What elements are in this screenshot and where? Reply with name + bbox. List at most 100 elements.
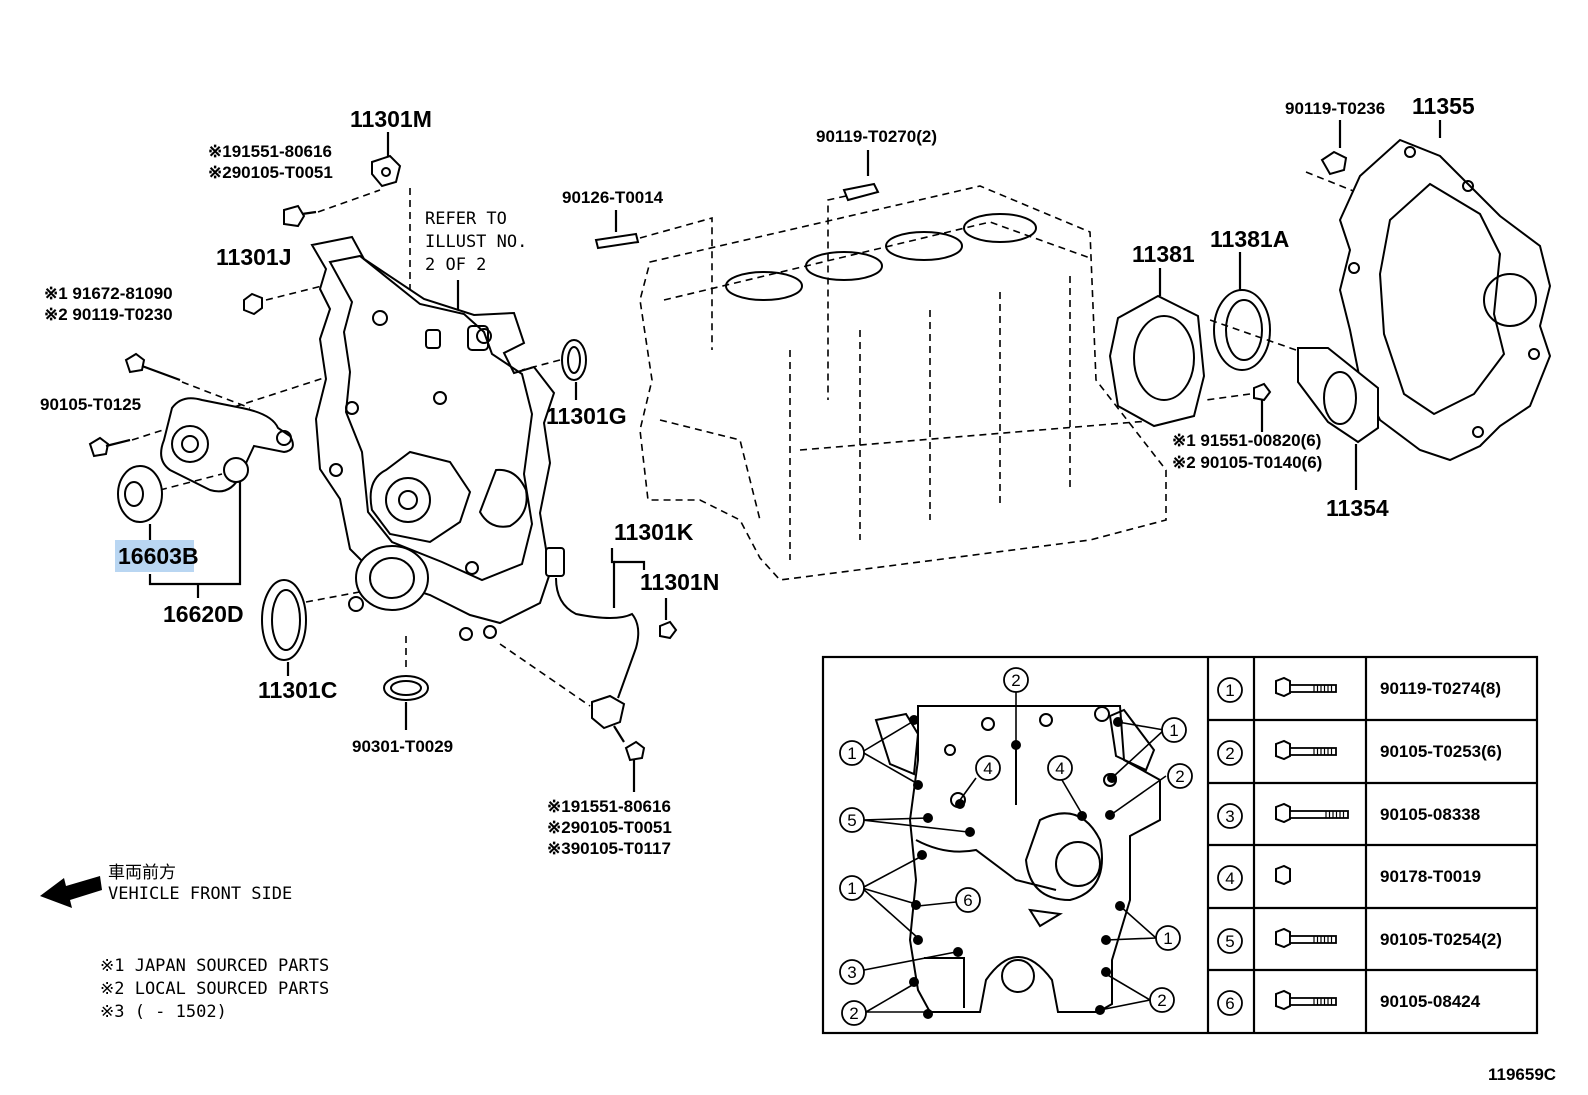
long-bolt-icon bbox=[1275, 739, 1337, 761]
label-90105-t0125[interactable]: 90105-T0125 bbox=[40, 395, 141, 414]
label-11301g[interactable]: 11301G bbox=[546, 403, 627, 429]
idler-pulley-group: 16603B 16620D bbox=[115, 465, 244, 627]
bolt-part-number[interactable]: 90105-T0253(6) bbox=[1380, 742, 1502, 761]
bolt-91672-group: ※1 91672-81090 ※2 90119-T0230 bbox=[44, 284, 251, 409]
bolt-ref-number: 1 bbox=[1225, 681, 1234, 700]
connector-icon bbox=[545, 547, 565, 577]
label-note-91551-80616-a[interactable]: ※191551-80616 bbox=[208, 142, 332, 161]
long-bolt-icon bbox=[1275, 989, 1337, 1011]
illustration-number: 119659C bbox=[1488, 1065, 1556, 1084]
label-11355[interactable]: 11355 bbox=[1412, 93, 1475, 119]
refer-line-3[interactable]: 2 OF 2 bbox=[425, 255, 486, 275]
label-note-91551-00820[interactable]: ※1 91551-00820(6) bbox=[1172, 431, 1321, 450]
label-note-91551-80616-b[interactable]: ※191551-80616 bbox=[547, 797, 671, 816]
bolt-icon bbox=[1253, 382, 1272, 402]
callout-number: 4 bbox=[1055, 759, 1064, 778]
label-90119-t0270[interactable]: 90119-T0270(2) bbox=[816, 127, 937, 146]
label-90301-t0029[interactable]: 90301-T0029 bbox=[352, 737, 453, 756]
label-11301n[interactable]: 11301N bbox=[640, 569, 719, 595]
label-11354[interactable]: 11354 bbox=[1326, 495, 1389, 521]
label-16620d[interactable]: 16620D bbox=[163, 601, 244, 627]
bolt-table-row[interactable]: 2 90105-T0253(6) bbox=[1217, 739, 1502, 766]
label-note-90105-t0051-b[interactable]: ※290105-T0051 bbox=[547, 818, 672, 837]
front-arrow-icon bbox=[40, 876, 102, 908]
bolt-icon bbox=[1320, 150, 1348, 176]
label-90119-t0236[interactable]: 90119-T0236 bbox=[1285, 99, 1385, 118]
bolt-part-number[interactable]: 90105-08424 bbox=[1380, 992, 1481, 1011]
label-note-90105-t0140[interactable]: ※2 90105-T0140(6) bbox=[1172, 453, 1322, 472]
bolt-ref-number: 5 bbox=[1225, 932, 1234, 951]
long-bolt-icon bbox=[124, 352, 146, 374]
callout-number: 2 bbox=[849, 1004, 858, 1023]
crank-seal-bore-icon bbox=[355, 545, 429, 611]
label-11301m[interactable]: 11301M bbox=[350, 106, 432, 132]
long-bolt-icon bbox=[1275, 676, 1337, 698]
callout-10: 1 bbox=[1155, 925, 1181, 951]
label-90126-t0014[interactable]: 90126-T0014 bbox=[562, 188, 664, 207]
label-note-90119-t0230[interactable]: ※2 90119-T0230 bbox=[44, 305, 173, 324]
seal-ring-icon bbox=[261, 579, 307, 661]
bolt-part-number[interactable]: 90105-08338 bbox=[1380, 805, 1480, 824]
front-direction-indicator: 車両前方 VEHICLE FRONT SIDE bbox=[40, 863, 292, 908]
label-11301j[interactable]: 11301J bbox=[216, 244, 291, 270]
bolt-table-row[interactable]: 5 90105-T0254(2) bbox=[1217, 927, 1502, 954]
callout-11: 3 bbox=[839, 959, 865, 985]
tensioner-assembly bbox=[159, 397, 294, 493]
bolt-icon bbox=[624, 740, 646, 762]
stud-bolt-icon bbox=[594, 232, 640, 250]
legend-japan[interactable]: ※1 JAPAN SOURCED PARTS bbox=[100, 956, 329, 976]
refer-line-2[interactable]: ILLUST NO. bbox=[425, 232, 527, 252]
pulley-icon bbox=[117, 465, 163, 523]
refer-line-1[interactable]: REFER TO bbox=[425, 209, 507, 229]
callout-6: 5 bbox=[839, 807, 865, 833]
callout-number: 6 bbox=[963, 891, 972, 910]
end-plate-group: 90119-T0236 11355 11354 bbox=[1209, 93, 1552, 521]
water-pump-hub-icon bbox=[385, 477, 431, 523]
bolt-ref-number: 2 bbox=[1225, 744, 1234, 763]
callout-0: 1 bbox=[839, 740, 865, 766]
front-label-jp[interactable]: 車両前方 bbox=[108, 863, 176, 883]
legend-local[interactable]: ※2 LOCAL SOURCED PARTS bbox=[100, 979, 329, 999]
bolt-part-number[interactable]: 90105-T0254(2) bbox=[1380, 930, 1502, 949]
callout-1: 1 bbox=[1161, 717, 1187, 743]
long-bolt-icon bbox=[1275, 927, 1337, 949]
legend-serial[interactable]: ※3 ( - 1502) bbox=[100, 1002, 227, 1022]
bolt-table-row[interactable]: 1 90119-T0274(8) bbox=[1217, 676, 1501, 703]
label-11381[interactable]: 11381 bbox=[1132, 241, 1195, 267]
label-note-90105-t0051-a[interactable]: ※290105-T0051 bbox=[208, 163, 333, 182]
callout-number: 1 bbox=[1163, 929, 1172, 948]
oring-11301g-group: 11301G bbox=[521, 339, 627, 429]
label-11301c[interactable]: 11301C bbox=[258, 677, 337, 703]
label-11381a[interactable]: 11381A bbox=[1210, 226, 1289, 252]
oring-icon bbox=[561, 339, 587, 381]
nut-11301j-group: 11301J bbox=[216, 244, 331, 316]
nut-icon bbox=[1275, 864, 1291, 886]
label-16603b[interactable]: 16603B bbox=[118, 543, 199, 569]
callout-2: 2 bbox=[1003, 667, 1029, 693]
label-11301k[interactable]: 11301K bbox=[614, 519, 694, 545]
seal-retainer-icon bbox=[1108, 294, 1206, 428]
extra-long-bolt-icon bbox=[1275, 802, 1349, 824]
callout-number: 1 bbox=[1169, 721, 1178, 740]
clip-icon bbox=[659, 620, 678, 640]
sourcing-legend: ※1 JAPAN SOURCED PARTS ※2 LOCAL SOURCED … bbox=[100, 956, 329, 1022]
oring-90301-t0029-group: 90301-T0029 bbox=[352, 636, 453, 756]
label-note-91672-81090[interactable]: ※1 91672-81090 bbox=[44, 284, 173, 303]
tensioner-bracket-icon bbox=[160, 397, 294, 493]
timing-chain-cover bbox=[310, 235, 556, 641]
end-plate-icon bbox=[1338, 138, 1552, 462]
callout-13: 2 bbox=[1149, 987, 1175, 1013]
callout-number: 3 bbox=[847, 963, 856, 982]
bolt-icon bbox=[283, 204, 306, 228]
front-label-en[interactable]: VEHICLE FRONT SIDE bbox=[108, 884, 292, 904]
label-note-90105-t0117[interactable]: ※390105-T0117 bbox=[547, 839, 671, 858]
bolt-part-number[interactable]: 90178-T0019 bbox=[1380, 867, 1481, 886]
bolt-part-number[interactable]: 90119-T0274(8) bbox=[1380, 679, 1501, 698]
